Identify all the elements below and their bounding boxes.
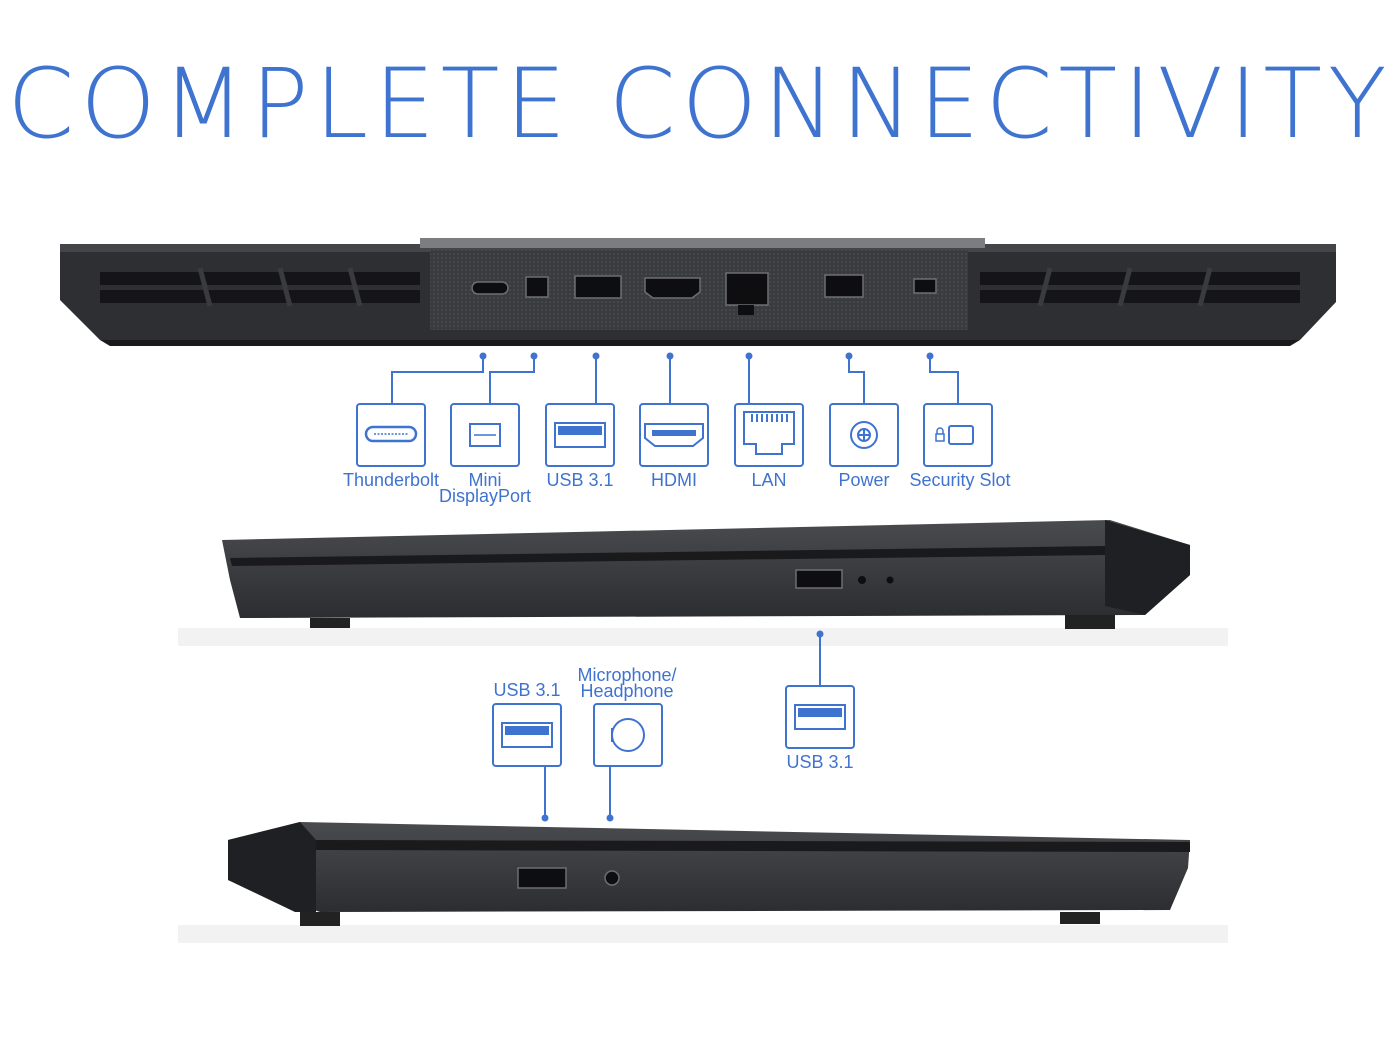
laptop-right-side-view	[178, 520, 1228, 646]
port-label-displayport: DisplayPort	[439, 486, 531, 506]
left-side-port-callouts: USB 3.1 Microphone/ Headphone	[492, 665, 677, 822]
lan-icon	[734, 403, 804, 467]
port-label-power: Power	[838, 470, 889, 490]
laptop-left-side-view	[178, 822, 1228, 943]
port-label-usb-left: USB 3.1	[493, 680, 560, 700]
power-icon	[829, 403, 899, 467]
usb-icon	[545, 403, 615, 467]
port-label-microphone: Microphone/	[577, 665, 676, 685]
usb-icon	[785, 685, 855, 749]
port-label-thunderbolt: Thunderbolt	[343, 470, 439, 490]
page-title: COMPLETE CONNECTIVITY	[7, 48, 1393, 160]
port-label-hdmi: HDMI	[651, 470, 697, 490]
port-label-usb-rear: USB 3.1	[546, 470, 613, 490]
port-label-mini: Mini	[468, 470, 501, 490]
right-side-port-callouts: USB 3.1	[785, 630, 855, 772]
usb-icon	[492, 703, 562, 767]
port-label-usb-right: USB 3.1	[786, 752, 853, 772]
rear-port-callouts: Thunderbolt Mini DisplayPort USB 3.1 HDM…	[343, 352, 1011, 506]
thunderbolt-icon	[356, 403, 426, 467]
audio-jack-icon	[593, 703, 663, 767]
security-slot-icon	[923, 403, 993, 467]
hdmi-icon	[639, 403, 709, 467]
laptop-rear-view	[60, 238, 1336, 346]
port-label-headphone: Headphone	[580, 681, 673, 701]
mini-displayport-icon	[450, 403, 520, 467]
port-label-security-slot: Security Slot	[909, 470, 1010, 490]
port-label-lan: LAN	[751, 470, 786, 490]
